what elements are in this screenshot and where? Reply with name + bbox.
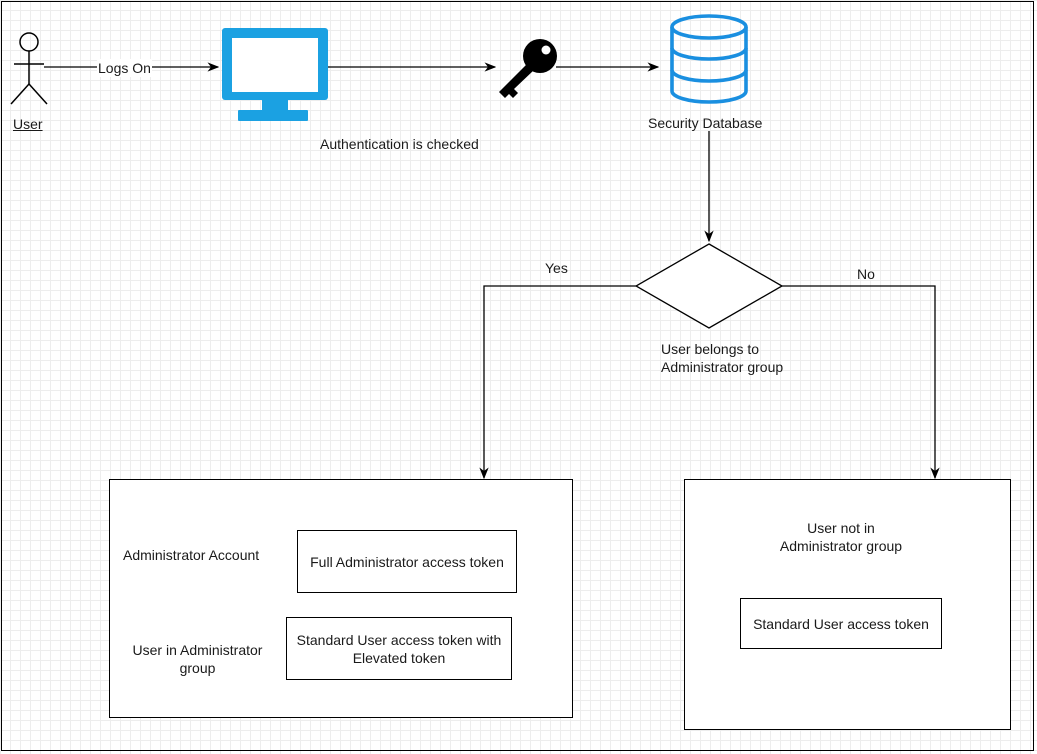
key-icon [499,39,557,98]
logs-on-label: Logs On [97,59,152,77]
database-icon [670,14,748,104]
no-label: No [857,266,875,282]
decision-label-line1: User belongs to [661,341,760,357]
monitor-icon [222,28,328,121]
yes-edge [479,285,636,480]
database-label: Security Database [648,115,763,131]
user-label: User [13,116,43,132]
standard-elevated-token: Standard User access token with Elevated… [286,617,512,680]
standard-elevated-token-line1: Standard User access token with [296,631,502,648]
standard-user-token-text: Standard User access token [753,615,929,632]
user-in-admin-group-line1: User in Administrator [132,642,263,658]
standard-elevated-token-line2: Elevated token [352,649,446,666]
no-edge [782,285,940,480]
decision-label-line2: Administrator group [661,359,784,375]
full-administrator-token: Full Administrator access token [297,530,517,593]
decision-diamond [634,243,784,329]
administrator-account-label: Administrator Account [123,547,260,563]
administrator-container [109,479,573,718]
user-in-admin-group-label: User in Administrator group [120,641,275,677]
standard-user-token: Standard User access token [740,598,942,649]
full-administrator-token-text: Full Administrator access token [310,553,504,570]
user-not-in-admin-group-label: User not in Administrator group [760,519,922,555]
decision-label: User belongs to Administrator group [661,340,783,376]
user-not-in-admin-line1: User not in [807,520,875,536]
authentication-label: Authentication is checked [320,136,479,152]
user-in-admin-group-line2: group [179,660,216,676]
user-icon [10,32,48,105]
yes-label: Yes [545,260,568,276]
user-not-in-admin-line2: Administrator group [779,538,903,554]
